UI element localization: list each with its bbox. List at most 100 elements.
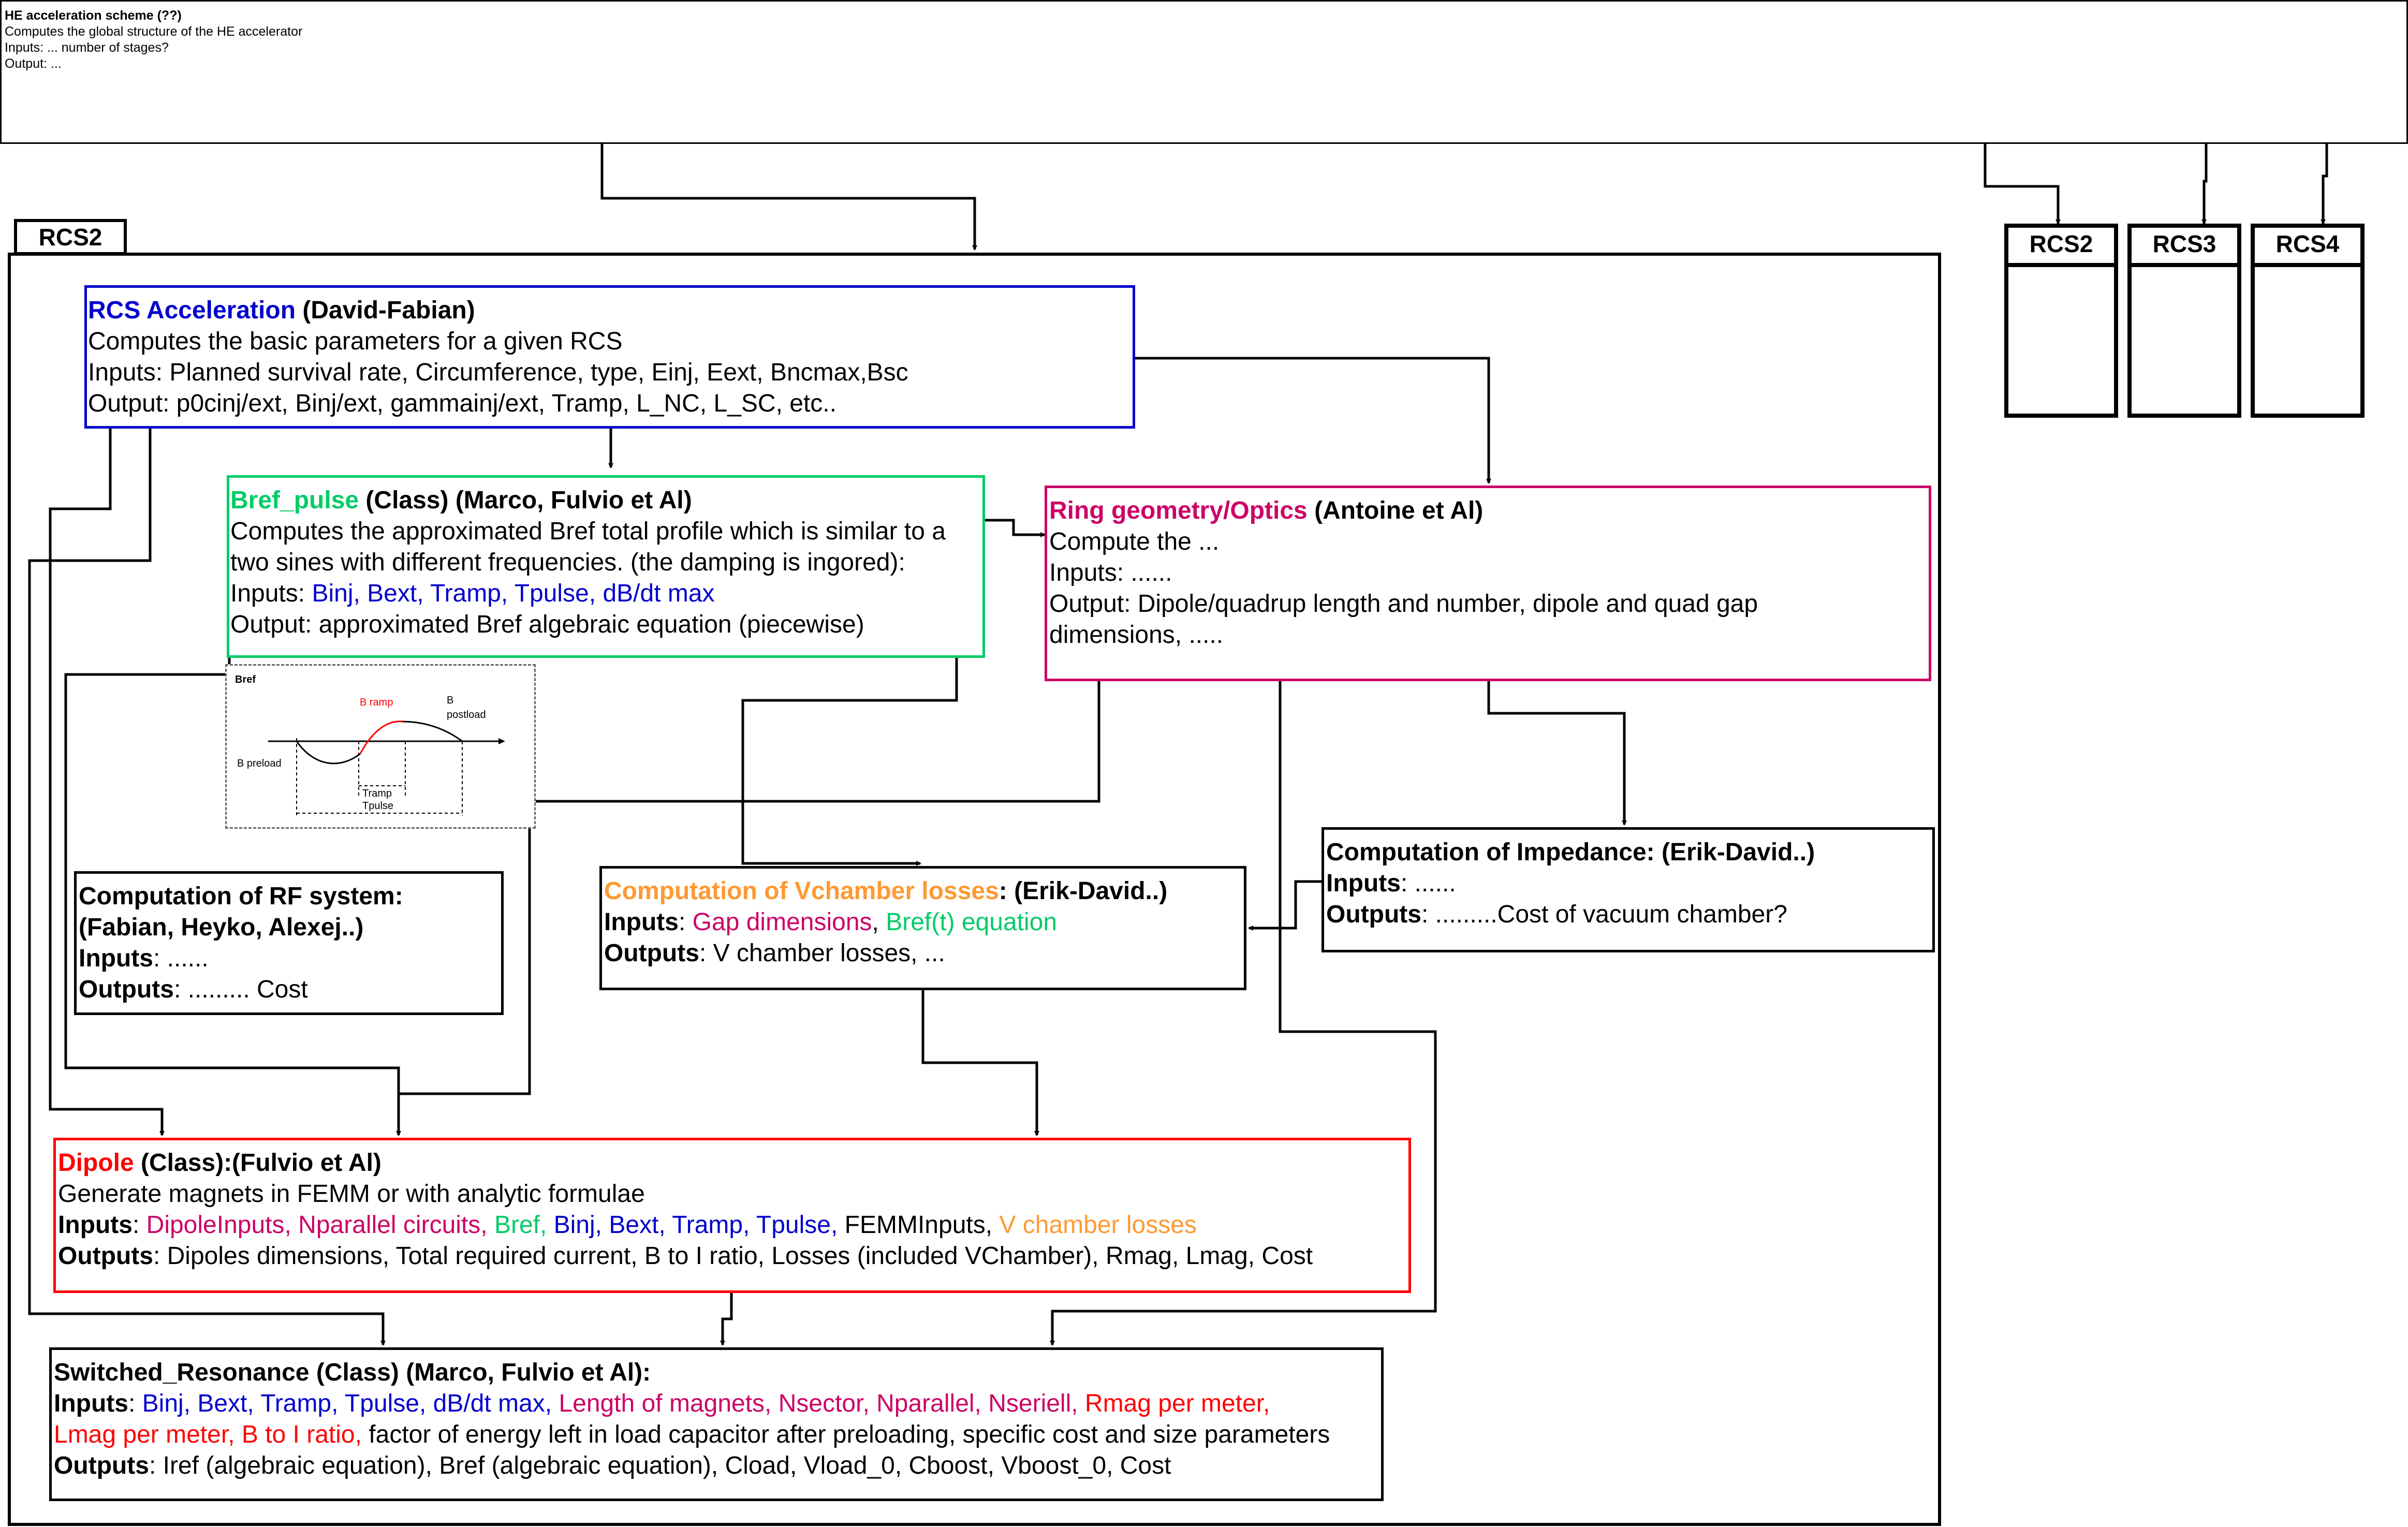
impedance-inputs: Inputs: ......	[1326, 868, 1928, 899]
switched-resonance-box[interactable]: Switched_Resonance (Class) (Marco, Fulvi…	[49, 1347, 1384, 1501]
rcs-acceleration-box[interactable]: RCS Acceleration (David-Fabian) Computes…	[84, 285, 1135, 429]
vchamber-inputs-bref: Bref(t) equation	[886, 908, 1058, 936]
rcs2-container	[8, 253, 1941, 1526]
dipole-in-orange: V chamber losses	[999, 1211, 1197, 1239]
bref-line4: Output: approximated Bref algebraic equa…	[230, 611, 864, 638]
dipole-heading: Dipole (Class):(Fulvio et Al)	[58, 1148, 1404, 1179]
ring-line4: dimensions, .....	[1049, 621, 1224, 649]
connector-bref-to-vchamber	[741, 658, 958, 866]
dipole-inputs: Inputs: DipoleInputs, Nparallel circuits…	[58, 1210, 1404, 1241]
dipole-inputs-sep: :	[132, 1211, 146, 1239]
rcs2-tab-label: RCS2	[38, 224, 102, 251]
vchamber-outputs-value: : V chamber losses, ...	[699, 939, 945, 967]
vchamber-inputs-gap: Gap dimensions	[692, 908, 872, 936]
vchamber-inputs-sep: :	[678, 908, 693, 936]
ring-heading: Ring geometry/Optics (Antoine et Al)	[1049, 495, 1925, 526]
ring-line1: Compute the ...	[1049, 528, 1220, 555]
connector-top-to-rcs3-stage	[2201, 144, 2208, 225]
switched-in-red2: Lmag per meter, B to I ratio,	[54, 1421, 369, 1448]
stage-rcs2-label: RCS2	[2029, 230, 2093, 257]
rf-title1: Computation of RF system:	[79, 883, 403, 910]
stage-rcs2[interactable]: RCS2	[2004, 224, 2118, 418]
stage-rcs4-header: RCS4	[2255, 228, 2360, 267]
vchamber-outputs: Outputs: V chamber losses, ...	[604, 938, 1240, 969]
rcs-acc-line1: Computes the basic parameters for a give…	[88, 328, 623, 355]
rf-outputs-value: : ......... Cost	[173, 976, 308, 1003]
switched-in-magenta: Length of magnets, Nsector, Nparallel, N…	[559, 1390, 1085, 1417]
connector-impedance-to-vchamber	[1248, 880, 1322, 931]
bref-plot-bpost2: postload	[447, 709, 486, 721]
impedance-inputs-label: Inputs	[1326, 870, 1401, 897]
connector-top-to-rcs2-stage	[1984, 144, 2061, 225]
he-acceleration-box[interactable]: HE acceleration scheme (??) Computes the…	[0, 0, 2408, 144]
dipole-authors: (Class):(Fulvio et Al)	[134, 1149, 381, 1177]
bref-plot-guides	[296, 738, 463, 816]
rcs-acc-line3: Output: p0cinj/ext, Binj/ext, gammainj/e…	[88, 390, 836, 417]
switched-inputs-cont: Lmag per meter, B to I ratio, factor of …	[54, 1419, 1377, 1450]
connector-vchamber-to-dipole	[921, 990, 1039, 1136]
bref-plot-tpulse: Tpulse	[362, 800, 393, 812]
impedance-box[interactable]: Computation of Impedance: (Erik-David..)…	[1322, 827, 1935, 952]
connector-rcsacc-to-dipole	[49, 429, 165, 1136]
dipole-inputs-label: Inputs	[58, 1211, 133, 1239]
connector-ring-to-vchamber	[1050, 680, 1437, 1346]
rcs-acc-heading: RCS Acceleration (David-Fabian)	[88, 295, 1128, 326]
stage-rcs3[interactable]: RCS3	[2127, 224, 2241, 418]
bref-inputs-label: Inputs:	[230, 580, 312, 607]
rf-outputs: Outputs: ......... Cost	[79, 974, 497, 1005]
connector-rcsacc-to-ring	[1135, 357, 1491, 484]
impedance-outputs: Outputs: .........Cost of vacuum chamber…	[1326, 899, 1928, 930]
impedance-outputs-label: Outputs	[1326, 901, 1421, 928]
stage-rcs4-label: RCS4	[2275, 230, 2340, 257]
bref-heading: Bref_pulse (Class) (Marco, Fulvio et Al)	[230, 485, 978, 516]
ring-line2: Inputs: ......	[1049, 559, 1172, 586]
vchamber-outputs-label: Outputs	[604, 939, 699, 967]
vchamber-box[interactable]: Computation of Vchamber losses: (Erik-Da…	[599, 866, 1246, 990]
dipole-box[interactable]: Dipole (Class):(Fulvio et Al) Generate m…	[53, 1138, 1411, 1293]
ring-line3: Output: Dipole/quadrup length and number…	[1049, 590, 1758, 618]
bref-plot-postload-curve	[402, 721, 463, 742]
dipole-outputs-value: : Dipoles dimensions, Total required cur…	[153, 1242, 1313, 1270]
vchamber-heading: Computation of Vchamber losses: (Erik-Da…	[604, 876, 1240, 907]
bref-plot-svg: Bref B ramp B postload B preload Tramp T…	[235, 674, 505, 816]
bref-plot-tramp: Tramp	[362, 788, 392, 799]
stage-rcs2-header: RCS2	[2008, 228, 2114, 267]
rf-system-box[interactable]: Computation of RF system: (Fabian, Heyko…	[74, 871, 504, 1015]
switched-inputs: Inputs: Binj, Bext, Tramp, Tpulse, dB/dt…	[54, 1388, 1377, 1419]
stage-rcs4[interactable]: RCS4	[2251, 224, 2365, 418]
dipole-in-blue: Binj, Bext, Tramp, Tpulse,	[553, 1211, 845, 1239]
bref-plot-bpost1: B	[447, 695, 453, 706]
switched-in-red1: Rmag per meter,	[1084, 1390, 1270, 1417]
switched-title: Switched_Resonance (Class) (Marco, Fulvi…	[54, 1359, 651, 1386]
bref-plot-title: Bref	[235, 674, 256, 685]
switched-in-black2: factor of energy left in load capacitor …	[369, 1421, 1330, 1448]
dipole-title: Dipole	[58, 1149, 134, 1177]
vchamber-inputs-comma: ,	[872, 908, 886, 936]
bref-line1: Computes the approximated Bref total pro…	[230, 518, 946, 545]
connector-rcsacc-to-switched	[28, 429, 386, 1346]
impedance-outputs-value: : .........Cost of vacuum chamber?	[1421, 901, 1787, 928]
stage-rcs3-header: RCS3	[2132, 228, 2237, 267]
rcs2-container-tab[interactable]: RCS2	[14, 219, 127, 255]
bref-plot-ramp-curve	[359, 721, 403, 754]
bref-plot-bramp: B ramp	[360, 697, 393, 708]
connector-bref-to-ring	[985, 519, 1046, 537]
bref-plot-preload-curve	[296, 741, 361, 765]
he-line3: Output: ...	[5, 56, 62, 71]
he-line1: Computes the global structure of the HE …	[5, 24, 303, 39]
rf-inputs: Inputs: ......	[79, 943, 497, 974]
he-line2: Inputs: ... number of stages?	[5, 40, 169, 55]
switched-outputs: Outputs: Iref (algebraic equation), Bref…	[54, 1450, 1377, 1481]
switched-inputs-sep: :	[128, 1390, 142, 1417]
bref-plot-axis	[268, 738, 505, 744]
rf-inputs-label: Inputs	[79, 945, 153, 972]
rcs-acc-line2: Inputs: Planned survival rate, Circumfer…	[88, 359, 908, 386]
bref-plot-bpre: B preload	[237, 758, 282, 769]
impedance-title: Computation of Impedance: (Erik-David..)	[1326, 839, 1815, 866]
bref-pulse-box[interactable]: Bref_pulse (Class) (Marco, Fulvio et Al)…	[227, 475, 985, 658]
rcs-acc-title: RCS Acceleration	[88, 297, 296, 324]
vchamber-title: Computation of Vchamber losses	[604, 877, 999, 905]
ring-geometry-box[interactable]: Ring geometry/Optics (Antoine et Al) Com…	[1045, 486, 1931, 681]
dipole-outputs-label: Outputs	[58, 1242, 153, 1270]
